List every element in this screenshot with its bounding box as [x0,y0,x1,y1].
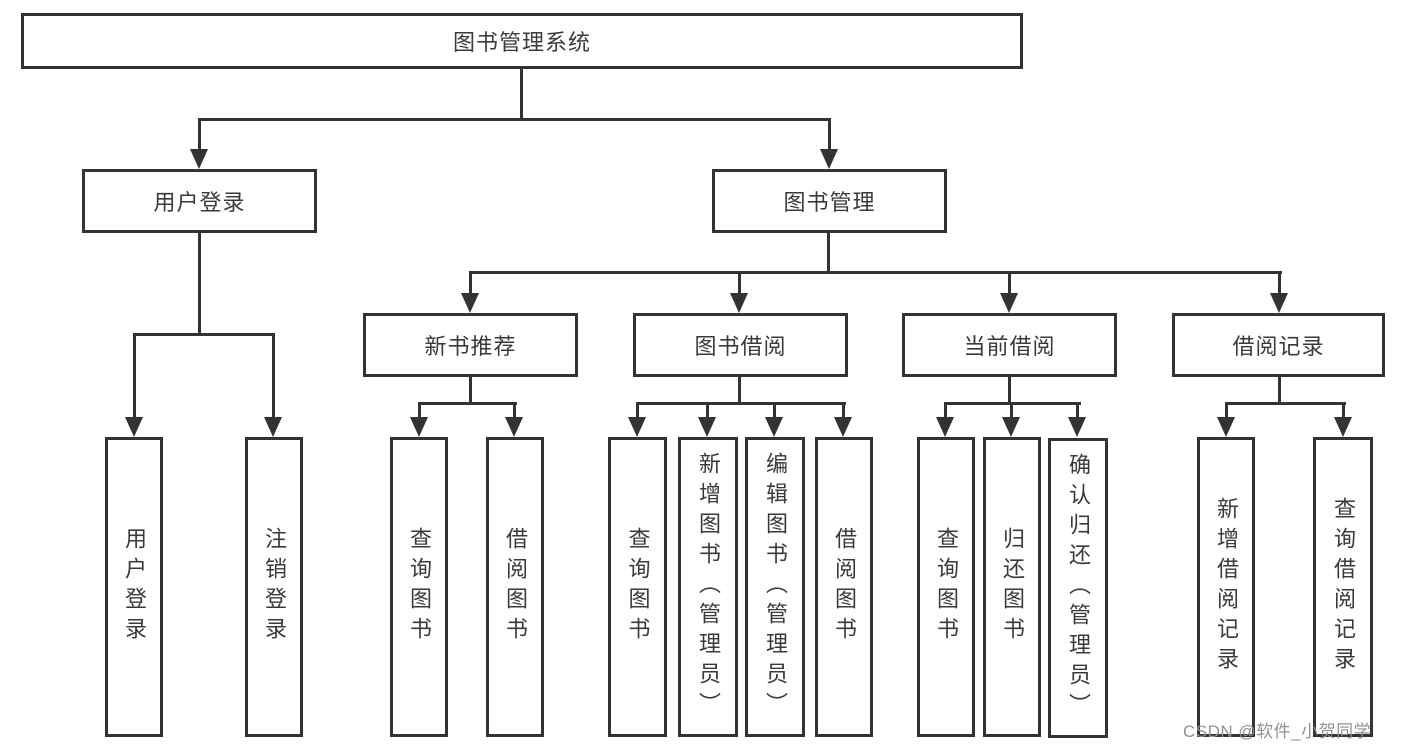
connector-line [1010,404,1013,418]
connector-line [1008,377,1011,405]
connector-line [198,118,831,121]
node-new-book-recommendation: 新书推荐 [363,313,578,377]
leaf-query-borrow-record: 查询借阅记录 [1313,437,1373,737]
connector-line [198,233,201,336]
arrow-down-icon [628,417,646,437]
arrow-down-icon [698,417,716,437]
connector-line [827,233,830,274]
connector-line [418,404,421,418]
arrow-down-icon [820,149,838,169]
connector-line [513,404,516,418]
node-book-management-label: 图书管理 [783,190,876,215]
leaf-add-borrow-record-label: 新增借阅记录 [1214,497,1239,677]
arrow-down-icon [1217,417,1235,437]
connector-line [272,335,275,418]
leaf-query-books-current-label: 查询图书 [934,527,959,647]
connector-line [1342,404,1345,418]
connector-line [418,402,517,405]
leaf-query-books-current: 查询图书 [917,437,975,737]
connector-line [133,335,136,418]
connector-line [1278,377,1281,405]
leaf-query-books-recommend: 查询图书 [390,437,448,737]
arrow-down-icon [125,417,143,437]
arrow-down-icon [1270,293,1288,313]
node-book-management: 图书管理 [712,169,947,233]
connector-line [738,377,741,405]
connector-line [133,333,275,336]
arrow-down-icon [190,149,208,169]
arrow-down-icon [730,293,748,313]
connector-line [1076,404,1079,418]
arrow-down-icon [461,293,479,313]
leaf-user-login-label: 用户登录 [122,527,147,647]
node-current-borrowing-label: 当前借阅 [963,334,1056,359]
leaf-edit-book-admin-label: 编辑图书（管理员） [763,452,788,722]
connector-line [469,271,1282,274]
leaf-confirm-return-admin: 确认归还（管理员） [1048,438,1108,738]
leaf-borrow-books-recommend-label: 借阅图书 [503,527,528,647]
arrow-down-icon [1068,417,1086,437]
node-book-borrowing: 图书借阅 [633,313,848,377]
leaf-borrow-books-recommend: 借阅图书 [486,437,544,737]
leaf-user-login: 用户登录 [105,437,163,737]
connector-line [828,120,831,151]
arrow-down-icon [1334,417,1352,437]
connector-line [944,402,1081,405]
arrow-down-icon [264,417,282,437]
node-new-book-recommendation-label: 新书推荐 [424,334,517,359]
arrow-down-icon [410,417,428,437]
leaf-add-book-admin: 新增图书（管理员） [678,437,738,737]
leaf-query-books-recommend-label: 查询图书 [407,527,432,647]
connector-line [1225,404,1228,418]
node-library-system: 图书管理系统 [21,13,1023,69]
leaf-logout-login: 注销登录 [245,437,303,737]
connector-line [773,404,776,418]
leaf-return-books-label: 归还图书 [1000,527,1025,647]
csdn-watermark: CSDN @软件_小贺同学 [1183,722,1372,741]
leaf-borrow-books-borrowing: 借阅图书 [815,437,873,737]
connector-line [842,404,845,418]
connector-line [944,404,947,418]
node-user-login-label: 用户登录 [153,190,246,215]
connector-line [636,404,639,418]
connector-line [1278,273,1281,295]
arrow-down-icon [834,417,852,437]
connector-line [636,402,846,405]
arrow-down-icon [1000,293,1018,313]
connector-line [706,404,709,418]
connector-line [469,273,472,295]
leaf-add-borrow-record: 新增借阅记录 [1197,437,1255,737]
connector-line [469,377,472,405]
leaf-edit-book-admin: 编辑图书（管理员） [745,437,805,737]
leaf-logout-login-label: 注销登录 [262,527,287,647]
leaf-query-books-borrowing: 查询图书 [608,437,667,737]
connector-line [738,273,741,295]
node-library-system-label: 图书管理系统 [452,30,591,55]
connector-line [198,120,201,151]
leaf-query-books-borrowing-label: 查询图书 [625,527,651,647]
connector-line [520,69,523,120]
connector-line [1225,402,1346,405]
arrow-down-icon [505,417,523,437]
arrow-down-icon [765,417,783,437]
leaf-add-book-admin-label: 新增图书（管理员） [696,452,721,722]
node-current-borrowing: 当前借阅 [902,313,1117,377]
leaf-query-borrow-record-label: 查询借阅记录 [1331,497,1356,677]
node-borrowing-records-label: 借阅记录 [1232,334,1325,359]
leaf-borrow-books-borrowing-label: 借阅图书 [832,527,857,647]
leaf-confirm-return-admin-label: 确认归还（管理员） [1066,453,1091,723]
arrow-down-icon [936,417,954,437]
node-user-login: 用户登录 [82,169,317,233]
node-book-borrowing-label: 图书借阅 [694,334,787,359]
node-borrowing-records: 借阅记录 [1172,313,1385,377]
connector-line [1008,273,1011,295]
arrow-down-icon [1002,417,1020,437]
leaf-return-books: 归还图书 [983,437,1041,737]
